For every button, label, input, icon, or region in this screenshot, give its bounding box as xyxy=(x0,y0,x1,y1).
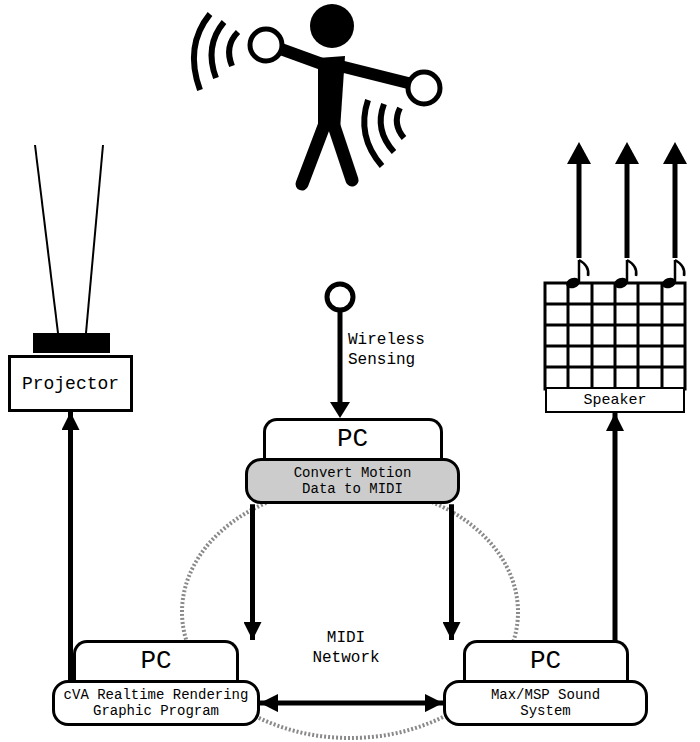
pc-heading: PC xyxy=(463,640,629,680)
speaker-box: Speaker xyxy=(545,387,685,413)
pc-body-text: cVA Realtime Rendering Graphic Program xyxy=(61,687,251,719)
sound-arrows xyxy=(567,142,687,258)
pc-node: PC cVA Realtime Rendering Graphic Program xyxy=(52,640,260,726)
pc-body: Max/MSP Sound System xyxy=(443,680,648,726)
pc-body: cVA Realtime Rendering Graphic Program xyxy=(52,680,260,726)
projector-box: Projector xyxy=(8,355,133,412)
box-label: Speaker xyxy=(583,392,646,409)
pc-heading-text: PC xyxy=(140,646,171,676)
pc-body-text: Convert Motion Data to MIDI xyxy=(290,465,415,497)
performer-figure xyxy=(194,4,440,184)
connector-arrow xyxy=(260,701,443,706)
pc-node: PC Convert Motion Data to MIDI xyxy=(245,418,460,504)
connector-arrow xyxy=(250,504,255,640)
pc-heading-text: PC xyxy=(530,646,561,676)
projector-symbol xyxy=(33,145,110,353)
pc-node: PC Max/MSP Sound System xyxy=(443,640,648,726)
annotation-label: Wireless Sensing xyxy=(348,330,434,370)
connector-arrow xyxy=(449,504,454,640)
pc-body-text: Max/MSP Sound System xyxy=(466,687,626,719)
pc-heading: PC xyxy=(263,418,443,458)
speaker-symbol xyxy=(545,283,685,389)
pc-heading-text: PC xyxy=(337,424,368,454)
box-label: Projector xyxy=(22,374,119,394)
pc-body: Convert Motion Data to MIDI xyxy=(245,458,460,504)
annotation-label: MIDI Network xyxy=(305,628,387,668)
connector-arrow xyxy=(68,412,73,680)
pc-heading: PC xyxy=(73,640,239,680)
music-notes xyxy=(565,260,685,290)
